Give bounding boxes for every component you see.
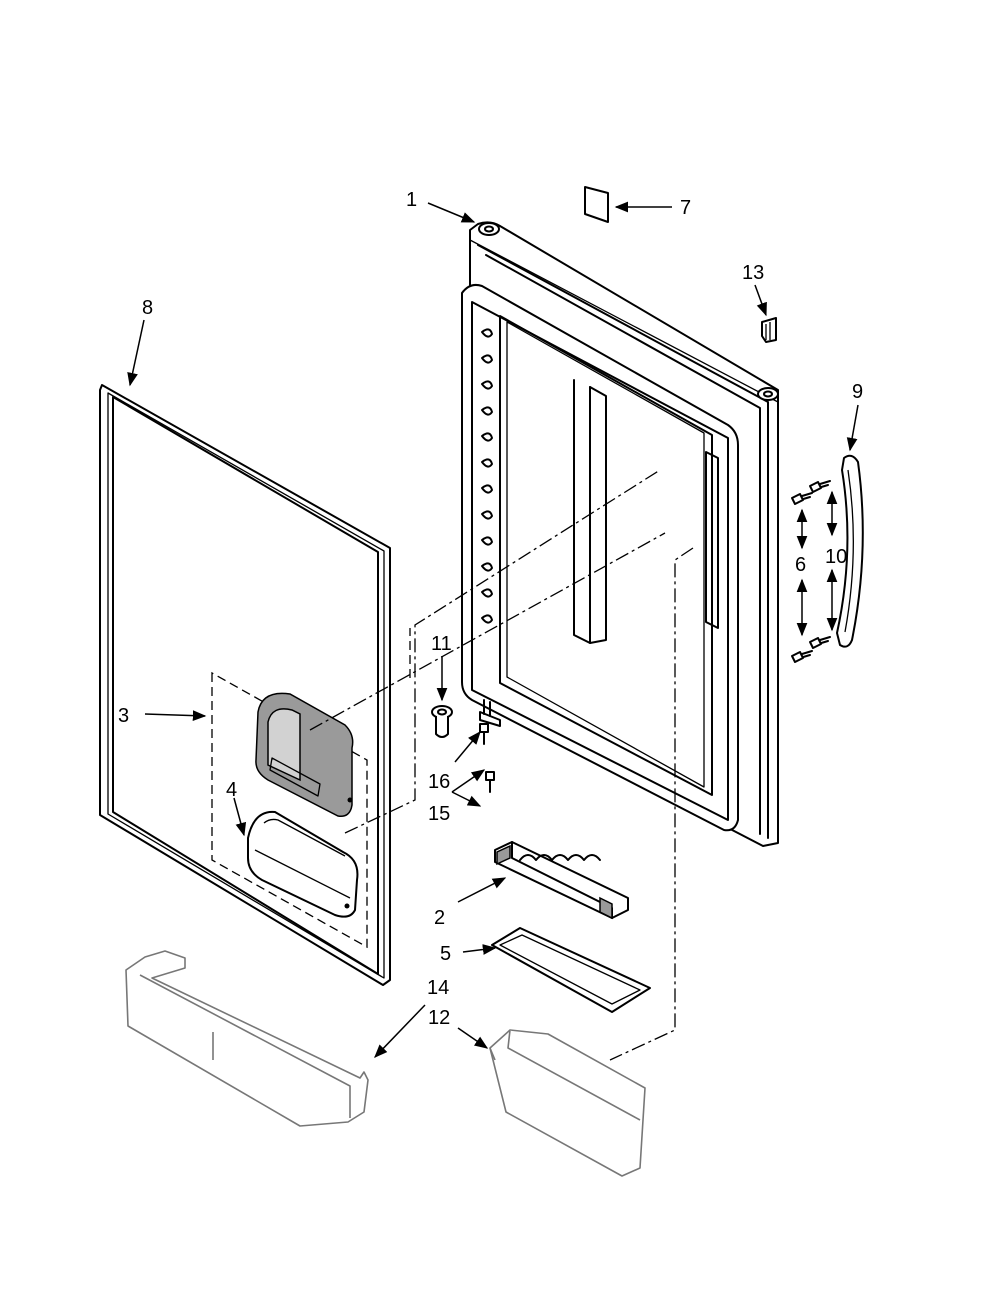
door-bin-part [489,1029,646,1177]
shelf-notches [481,328,493,624]
hinge-bracket-part [479,699,501,793]
callout-6: 6 [795,554,806,576]
callout-12: 12 [428,1007,450,1029]
callout-10: 10 [825,546,847,568]
drip-tray-part [247,810,359,918]
long-door-bin-part [125,950,369,1127]
callout-14: 14 [427,977,449,999]
plug-part [761,317,777,343]
callout-15: 15 [428,803,450,825]
door-inner-liner [461,283,739,832]
bushing-part [431,705,453,738]
callout-labels: 1 2 3 4 5 6 7 8 9 10 11 12 13 14 15 16 [118,189,863,1029]
leader-arrows [127,201,859,1058]
callout-3: 3 [118,705,129,727]
shelf-tray-part [491,927,651,1013]
door-handle-part [836,454,864,648]
callout-8: 8 [142,297,153,319]
dispenser-upper-module [255,692,354,818]
callout-1: 1 [406,189,417,211]
ice-tray-part [494,841,629,920]
callout-2: 2 [434,907,445,929]
label-part [584,186,609,223]
callout-13: 13 [742,262,764,284]
alignment-lines [309,469,694,1061]
door-panel-part [99,384,391,986]
callout-5: 5 [440,943,451,965]
handle-screws [791,480,831,663]
callout-7: 7 [680,197,691,219]
callout-16: 16 [428,771,450,793]
callout-4: 4 [226,779,237,801]
callout-9: 9 [852,381,863,403]
callout-11: 11 [431,633,452,655]
